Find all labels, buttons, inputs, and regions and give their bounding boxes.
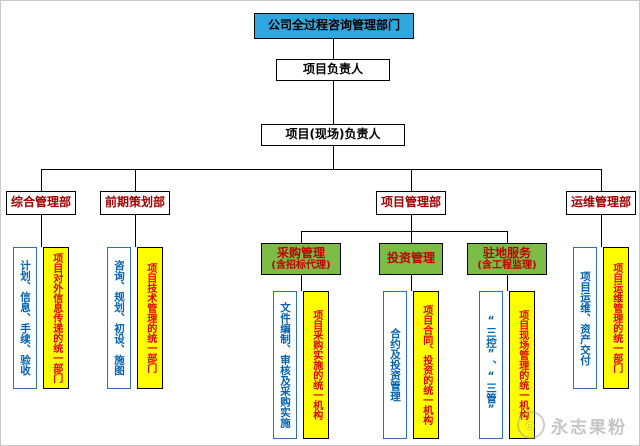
sub-resident-sublabel: (含工程监理) [477,260,537,272]
connector [411,215,412,231]
connector [333,39,334,59]
root-node: 公司全过程咨询管理部门 [254,13,414,39]
connector [41,215,42,247]
sub-resident-node: 驻地服务 (含工程监理) [467,243,547,275]
connector [333,146,334,169]
sub-resident-label: 驻地服务 [482,245,531,260]
duty-investment-box: 合约及投资管理 [383,291,407,439]
connector [301,275,302,291]
connector [507,231,508,243]
connector [507,275,508,291]
duty-operations-box: 项目运维、资产交付 [573,247,597,389]
connector [41,169,602,170]
watermark: ◎ 永志果粉 [517,411,627,439]
connector [135,215,136,247]
connector [301,231,302,243]
role-investment-box: 项目合同、投资的统一机构 [413,291,439,439]
duty-general-box: 计划、信息、手续、验收 [13,247,37,389]
connector [41,169,42,191]
connector [333,81,334,124]
role-operations-box: 项目运维管理的统一部门 [603,247,629,389]
sub-procurement-label: 采购管理 [276,245,325,260]
role-planning-box: 项目技术管理的统一部门 [137,247,163,389]
watermark-logo-icon: ◎ [517,411,545,439]
role-procurement-box: 项目采购实施的统一机构 [303,291,329,439]
connector [601,169,602,191]
connector [135,169,136,191]
project-leader-node: 项目负责人 [276,59,390,81]
dept-general-node: 综合管理部 [6,191,76,215]
connector [301,231,508,232]
sub-procurement-sublabel: (含招标代理) [271,260,331,272]
dept-project-node: 项目管理部 [376,191,446,215]
dept-planning-node: 前期策划部 [100,191,170,215]
connector [411,231,412,243]
watermark-text: 永志果粉 [551,417,627,438]
connector [411,169,412,191]
sub-investment-node: 投资管理 [379,243,443,275]
sub-procurement-node: 采购管理 (含招标代理) [261,243,341,275]
role-general-box: 项目对外信息传递的统一部门 [43,247,69,389]
duty-planning-box: 咨询、规划、初设、施图 [107,247,131,389]
connector [411,275,412,291]
duty-procurement-box: 文件编制、审核及采购实施 [273,291,297,439]
dept-operations-node: 运维管理部 [566,191,636,215]
duty-resident-box: “三控”、“三管” [479,291,503,439]
connector [601,215,602,247]
site-leader-node: 项目(现场)负责人 [261,124,405,146]
